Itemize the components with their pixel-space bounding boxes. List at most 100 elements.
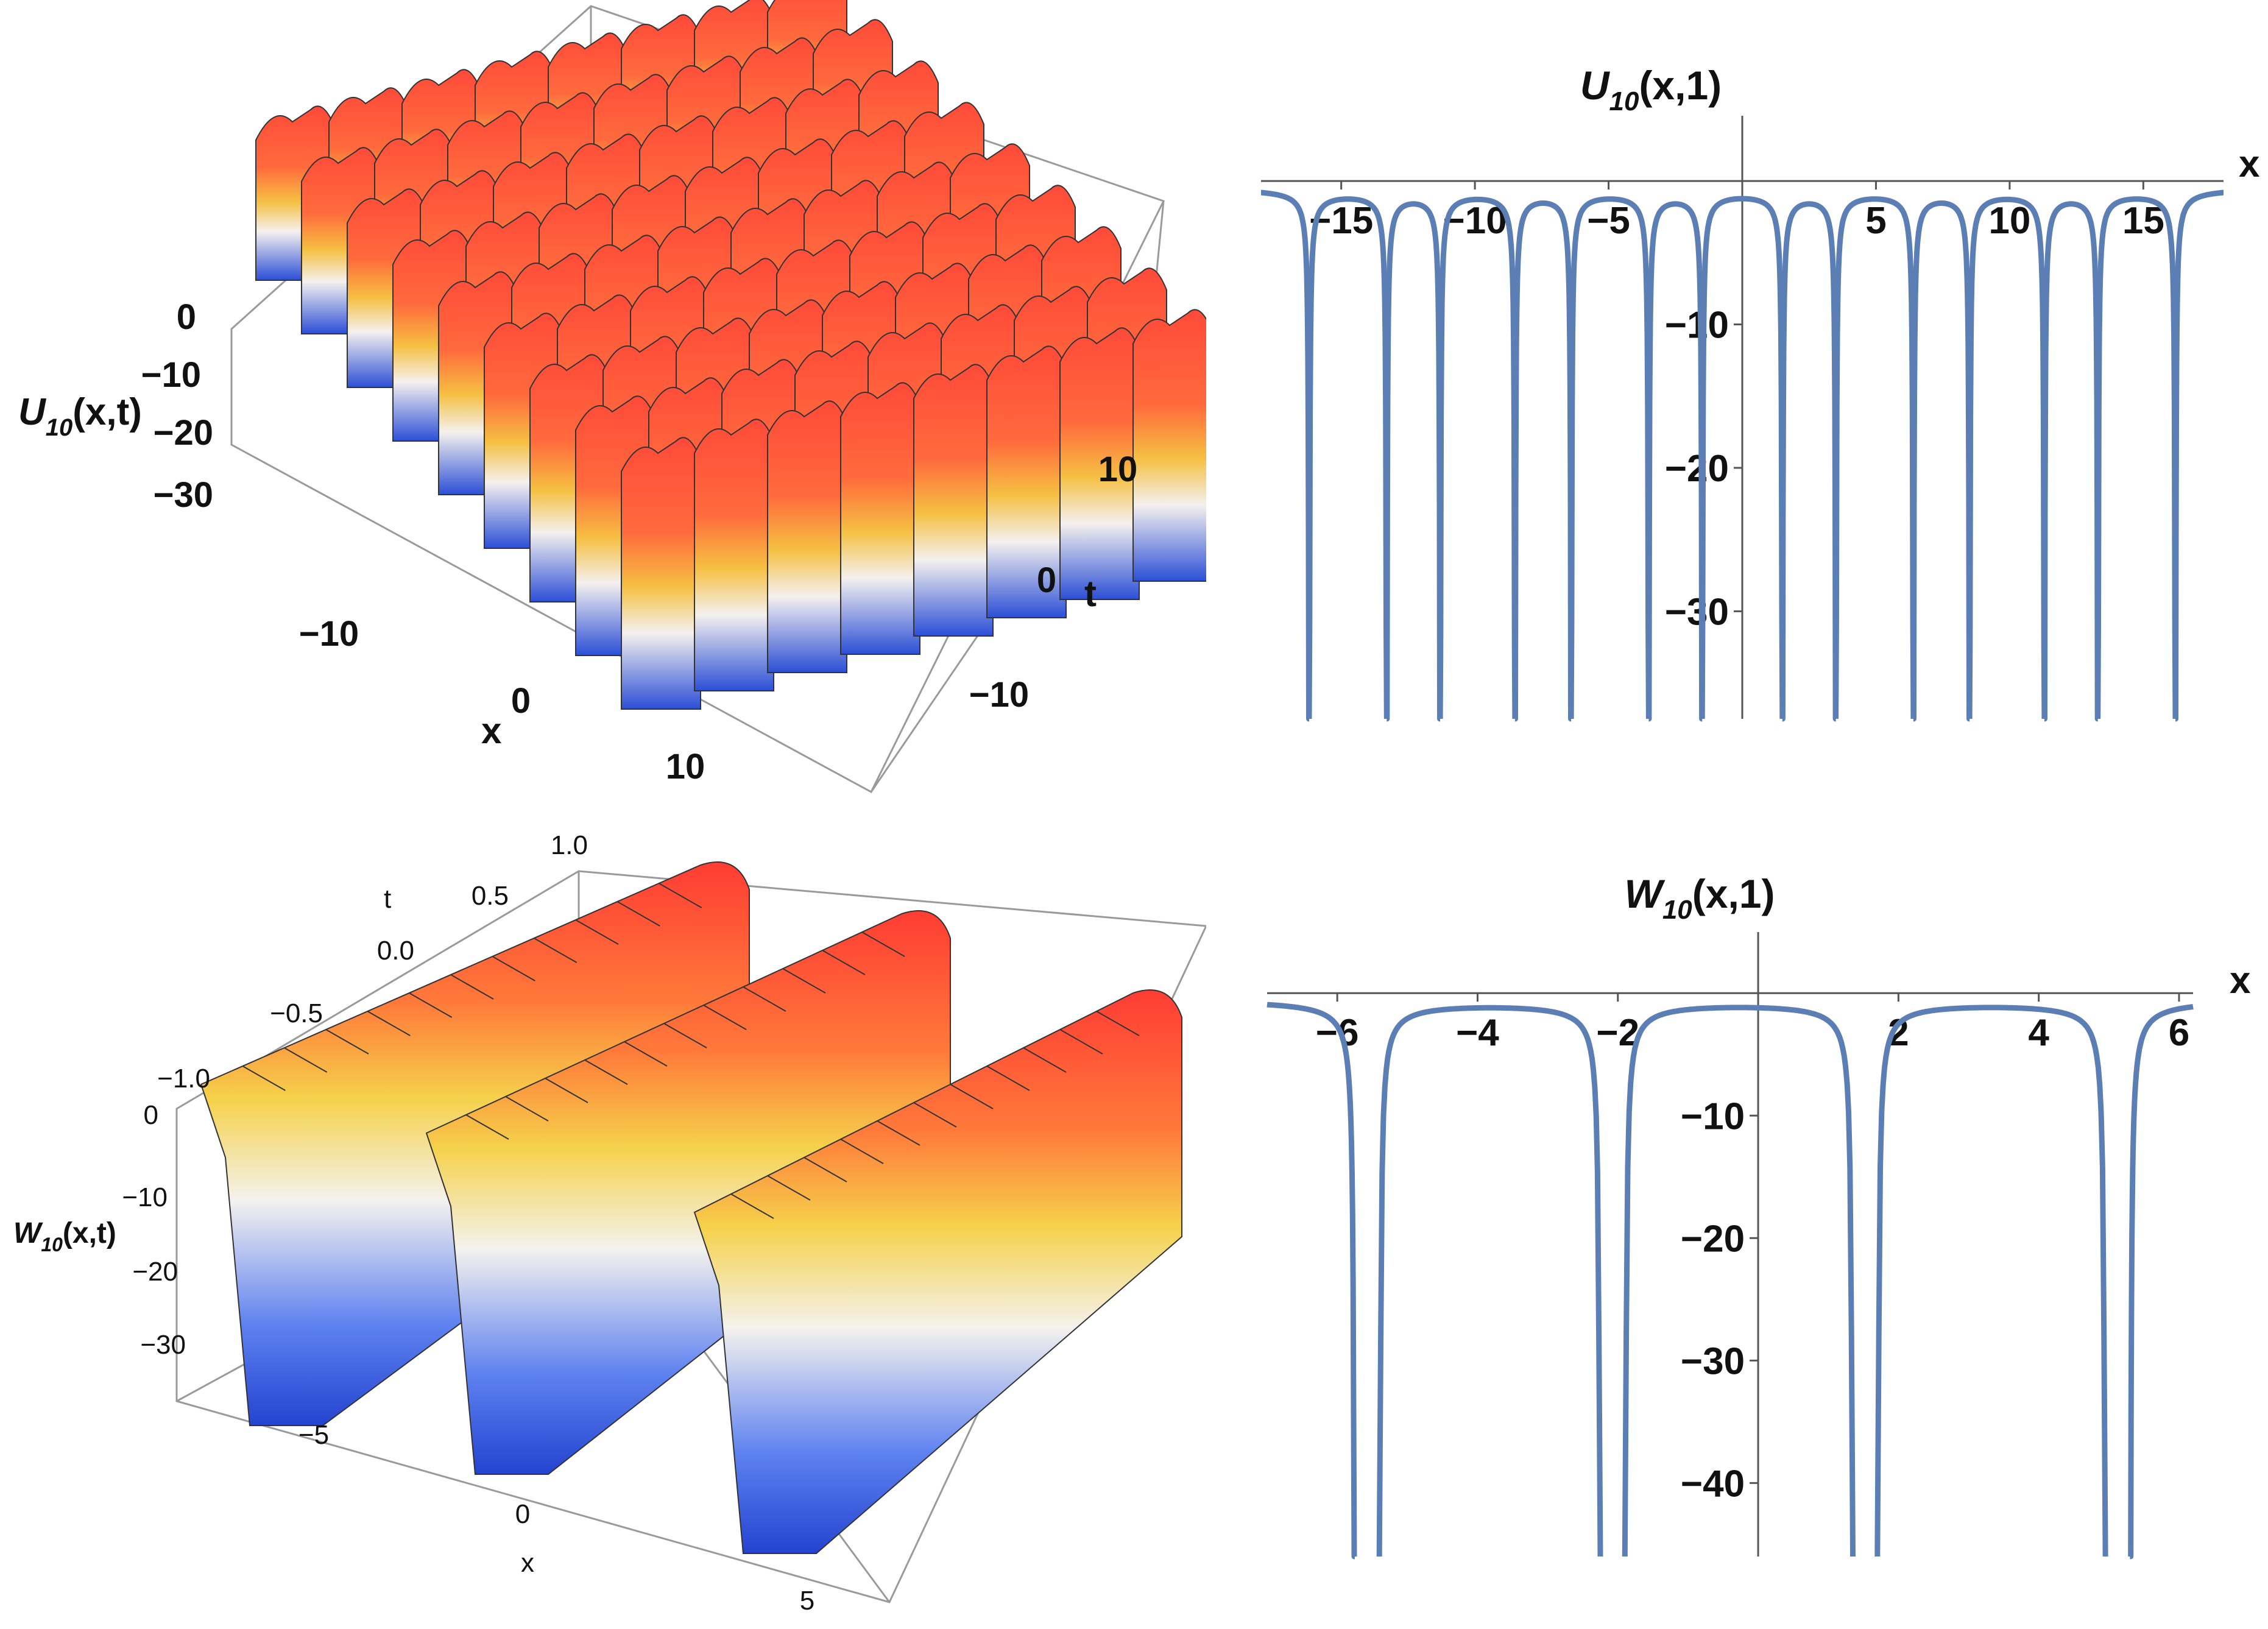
u10-line-segment xyxy=(1699,196,1786,719)
u10-y-tick-label: −10 xyxy=(1665,305,1729,347)
w10-mesh-line xyxy=(877,1120,920,1146)
u10-z-ticks: 0 −10 −20 −30 xyxy=(141,297,213,515)
w10-mesh-line xyxy=(584,1059,628,1085)
u10-x-tick: 10 xyxy=(666,747,705,786)
w10-line-x-axis-label: x xyxy=(2230,959,2251,1002)
w10-x-tick-label: −6 xyxy=(1316,1012,1359,1054)
u10-z-tick: 0 xyxy=(177,297,196,337)
w10-mesh-line xyxy=(616,901,660,927)
w10-mesh-line xyxy=(861,931,905,957)
w10-x-tick-label: 6 xyxy=(2169,1012,2189,1054)
w10-x-tick-label: 4 xyxy=(2028,1012,2049,1054)
u10-ridge xyxy=(621,437,701,710)
w10-x-tick: −5 xyxy=(299,1420,329,1450)
u10-y-tick-label: −30 xyxy=(1665,591,1729,633)
w10-line-segment xyxy=(2127,1004,2196,1560)
u10-line-segment xyxy=(2042,201,2100,722)
u10-y-tick-label: −20 xyxy=(1665,448,1729,490)
w10-ridge xyxy=(693,989,1182,1554)
u10-z-tick: −30 xyxy=(154,475,213,515)
u10-t-ticks: −10 0 10 xyxy=(969,450,1137,715)
w10-mesh-line xyxy=(659,883,702,908)
u10-line-segment xyxy=(1437,196,1518,719)
u10-surface-plot: 0 −10 −20 −30 U10(x,t) −10 0 10 x −10 0 … xyxy=(18,0,1206,794)
u10-line-segment xyxy=(1259,189,1312,722)
w10-x-tick-label: −4 xyxy=(1456,1012,1499,1054)
u10-x-tick-label: −5 xyxy=(1587,200,1630,242)
w10-mesh-line xyxy=(409,992,453,1018)
u10-t-tick: 0 xyxy=(1037,560,1056,600)
w10-z-ticks: 0 −10 −20 −30 xyxy=(122,1100,186,1360)
w10-z-axis-label: W10(x,t) xyxy=(13,1217,116,1256)
u10-line-title: U10(x,1) xyxy=(1580,63,1722,116)
w10-mesh-line xyxy=(743,986,786,1012)
w10-mesh-line xyxy=(767,1175,811,1201)
u10-x-tick-label: 5 xyxy=(1865,200,1886,242)
w10-mesh-line xyxy=(822,950,866,975)
w10-mesh-line xyxy=(730,1193,774,1219)
w10-mesh-line xyxy=(465,1114,509,1140)
w10-line-segment xyxy=(1622,1005,1856,1557)
w10-surface-plot: 0 −10 −20 −30 W10(x,t) −5 0 5 x −1.0 −0.… xyxy=(13,830,1206,1616)
w10-y-tick-label: −10 xyxy=(1681,1095,1745,1137)
w10-x-axis-label: x xyxy=(521,1548,534,1578)
w10-line-title: W10(x,1) xyxy=(1625,871,1775,925)
u10-x-tick: −10 xyxy=(299,614,359,654)
w10-line-segment xyxy=(1265,1002,1357,1560)
u10-z-tick: −10 xyxy=(141,355,201,395)
u10-x-axis-label: x xyxy=(481,710,501,751)
w10-mesh-line xyxy=(663,1023,707,1048)
w10-mesh-line xyxy=(242,1065,286,1091)
u10-surface-ridges xyxy=(255,0,1206,710)
u10-line-segment xyxy=(1306,196,1390,719)
u10-t-axis-label: t xyxy=(1084,573,1097,614)
w10-y-tick-label: −20 xyxy=(1681,1218,1745,1260)
w10-mesh-line xyxy=(534,938,578,963)
u10-line-segment xyxy=(1384,201,1443,722)
w10-y-tick-label: −40 xyxy=(1681,1463,1745,1505)
w10-t-tick: 0.5 xyxy=(472,881,509,911)
w10-z-tick: −30 xyxy=(140,1330,186,1360)
u10-x-ticks: −10 0 10 xyxy=(299,614,705,786)
w10-y-tick-label: −30 xyxy=(1681,1340,1745,1382)
w10-x-tick: 0 xyxy=(515,1499,530,1529)
u10-ridge xyxy=(1132,309,1206,582)
w10-mesh-line xyxy=(492,956,535,981)
w10-x-ticks: −5 0 5 xyxy=(299,1420,814,1616)
w10-mesh-line xyxy=(1059,1029,1103,1055)
w10-t-ticks: −1.0 −0.5 0.0 0.5 1.0 xyxy=(157,830,588,1094)
u10-ridge xyxy=(767,400,847,673)
u10-line-segment xyxy=(1833,196,1916,719)
w10-t-tick: −1.0 xyxy=(157,1064,210,1094)
w10-z-tick: 0 xyxy=(144,1100,158,1130)
w10-line-segment xyxy=(1874,1005,2108,1557)
u10-line-series xyxy=(1259,189,2226,722)
w10-mesh-line xyxy=(804,1157,847,1182)
w10-mesh-line xyxy=(950,1084,994,1109)
u10-ridge xyxy=(840,382,920,655)
w10-mesh-line xyxy=(986,1065,1030,1091)
u10-line-segment xyxy=(1646,201,1705,722)
w10-mesh-line xyxy=(575,919,619,945)
u10-t-tick: 10 xyxy=(1098,450,1138,489)
u10-z-tick: −20 xyxy=(154,413,213,453)
u10-line-segment xyxy=(1513,200,1574,722)
u10-line-segment xyxy=(1911,200,1972,722)
u10-ridge xyxy=(694,419,774,691)
w10-mesh-line xyxy=(703,1005,747,1030)
w10-mesh-line xyxy=(913,1102,957,1128)
u10-line-x-axis-label: x xyxy=(2239,143,2260,185)
w10-ridge xyxy=(425,910,951,1475)
w10-mesh-line xyxy=(624,1041,668,1067)
w10-t-tick: −0.5 xyxy=(270,998,323,1028)
w10-mesh-line xyxy=(545,1078,588,1103)
w10-mesh-line xyxy=(1096,1011,1140,1036)
u10-z-axis-label: U10(x,t) xyxy=(18,391,142,441)
w10-z-tick: −10 xyxy=(122,1182,168,1212)
w10-mesh-line xyxy=(367,1011,411,1036)
w10-line-series xyxy=(1265,1002,2196,1560)
